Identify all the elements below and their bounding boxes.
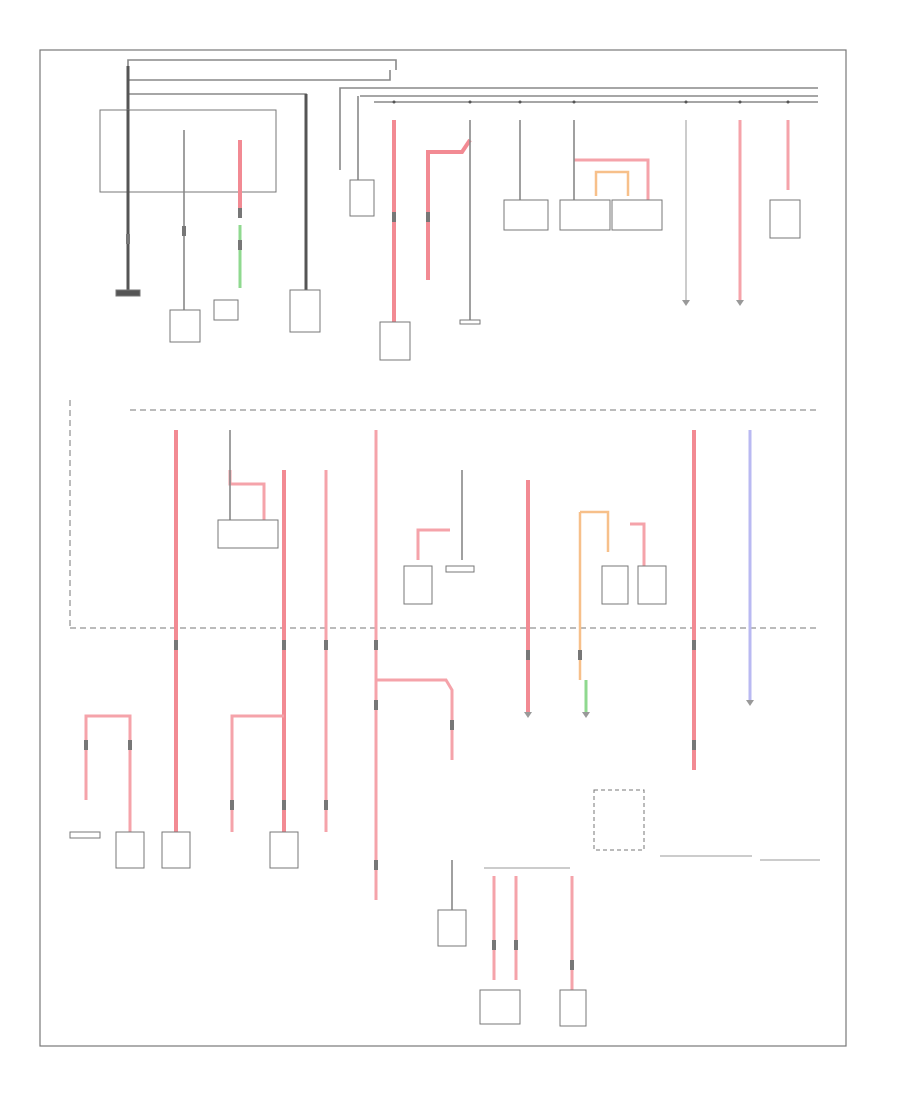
component-alternator [169, 309, 201, 343]
connector-marker [126, 234, 130, 244]
component-relay-3 [611, 199, 663, 231]
upper-section [99, 59, 818, 361]
component-under-hood-box [349, 179, 375, 217]
wire-low-1-red [84, 714, 132, 832]
lower-section [69, 678, 820, 1027]
bus-line-top [127, 59, 397, 70]
ground-symbol [746, 700, 754, 706]
connector-marker [514, 940, 518, 950]
wire-mid-6-red [416, 528, 450, 560]
fuse-box-left [99, 109, 277, 193]
connector-marker [128, 740, 132, 750]
connector-marker [174, 640, 178, 650]
component-relay-mid-b [445, 565, 475, 573]
connector-marker [84, 740, 88, 750]
wire-relay-2-orange [594, 170, 630, 196]
connector-marker [692, 740, 696, 750]
component-engine-ecm [379, 321, 411, 361]
wire-mid-2-red [228, 470, 266, 520]
ground-symbol [582, 712, 590, 718]
connector-marker [374, 640, 378, 650]
component-fuse-relay-mid [217, 519, 279, 549]
bus-line-2 [128, 70, 391, 81]
connector-marker [238, 240, 242, 250]
wire-low-3-red [376, 678, 454, 760]
bus-node [572, 100, 576, 104]
connector-marker [492, 940, 496, 950]
component-low-3 [161, 831, 191, 869]
connector-marker [392, 212, 396, 222]
ground-symbol [736, 300, 744, 306]
middle-section [69, 400, 820, 900]
component-low-8 [593, 789, 645, 851]
bus-node [684, 100, 688, 104]
bus-node [786, 100, 790, 104]
component-horn-relay [769, 199, 801, 239]
connector-marker [282, 800, 286, 810]
component-low-2 [115, 831, 145, 869]
component-relay-mid-c [601, 565, 629, 605]
bus-node [738, 100, 742, 104]
connector-marker [526, 650, 530, 660]
ground-symbol [682, 300, 690, 306]
component-starter [213, 299, 239, 321]
component-ground-center [459, 319, 481, 325]
connector-marker [570, 960, 574, 970]
component-low-1 [69, 831, 101, 839]
connector-marker [324, 640, 328, 650]
diagram-frame [39, 49, 847, 1047]
bus-node [392, 100, 396, 104]
wire-low-2-red [230, 714, 284, 832]
connector-markers [84, 208, 696, 970]
connector-marker [230, 800, 234, 810]
wire-relay-2-red [574, 158, 650, 200]
connector-marker [324, 800, 328, 810]
ground-symbol [524, 712, 532, 718]
ground-symbols [524, 300, 754, 718]
component-low-7 [559, 989, 587, 1027]
junction-block-label-box [96, 402, 136, 422]
bus-node [468, 100, 472, 104]
component-battery-ground [115, 289, 141, 297]
connector-marker [282, 640, 286, 650]
connector-marker [426, 212, 430, 222]
connector-marker [578, 650, 582, 660]
component-low-4 [269, 831, 299, 869]
component-relay-1 [503, 199, 549, 231]
component-relay-mid-a [403, 565, 433, 605]
component-power-dist [289, 289, 321, 333]
wire-center-2-red [426, 138, 472, 280]
component-relay-mid-d [637, 565, 667, 605]
connector-marker [182, 226, 186, 236]
wire-mid-9-red [630, 522, 646, 566]
connector-marker [238, 208, 242, 218]
bus-line-left-drop [339, 87, 818, 170]
connector-marker [374, 860, 378, 870]
component-low-5 [437, 909, 467, 947]
wire-mid-8-orange [580, 510, 610, 552]
connector-marker [374, 700, 378, 710]
component-relay-2 [559, 199, 611, 231]
bus-node [518, 100, 522, 104]
connector-marker [450, 720, 454, 730]
component-low-6 [479, 989, 521, 1025]
connector-marker [692, 640, 696, 650]
